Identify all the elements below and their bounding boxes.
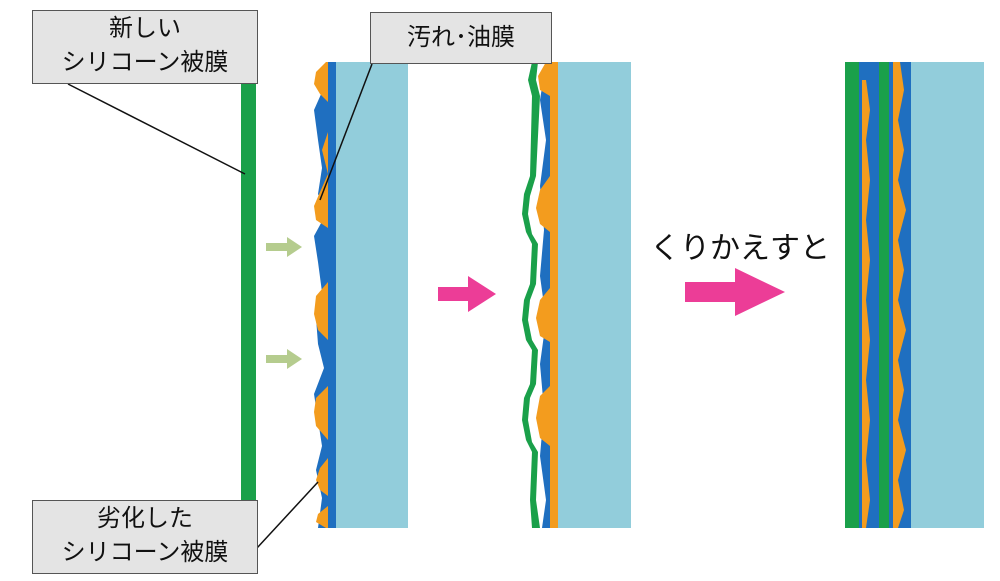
small-arrow-upper	[266, 237, 302, 257]
new-coating-callout: 新しい シリコーン被膜	[32, 10, 258, 84]
stage-dirty-glass	[314, 62, 408, 528]
new-coating-label-line2: シリコーン被膜	[61, 48, 229, 76]
degraded-coating-callout: 劣化した シリコーン被膜	[32, 500, 258, 574]
new-coating-label-line1: 新しい	[109, 14, 181, 42]
dirt-oil-film-label: 汚れ･油膜	[407, 23, 515, 51]
dirt-approach-arrows	[266, 237, 302, 369]
stage-repeated	[845, 62, 984, 528]
leader-lines	[67, 63, 373, 549]
dirt-oil-film-callout: 汚れ･油膜	[370, 12, 552, 64]
glass-pane-3	[558, 62, 631, 528]
small-arrow-lower	[266, 349, 302, 369]
glass-pane-4	[911, 62, 984, 528]
stage-new-coating	[241, 83, 256, 528]
leader-new-coating	[67, 83, 246, 175]
glass-edge-2	[328, 62, 336, 528]
degraded-coating-label-line1: 劣化した	[97, 504, 193, 532]
middle-silicone-film-4	[879, 62, 889, 528]
degraded-coating-label-line2: シリコーン被膜	[61, 538, 229, 566]
main-arrow-2	[685, 268, 785, 316]
dirt-layer-3	[536, 62, 558, 528]
glass-pane-2	[335, 62, 408, 528]
dirt-layer-4a	[862, 80, 870, 528]
stage-recoated	[522, 62, 631, 528]
leader-dirt	[319, 63, 373, 201]
dirt-layer-4b	[893, 62, 906, 528]
new-silicone-film	[241, 83, 256, 528]
silicone-film-3	[522, 62, 540, 528]
repeat-caption: くりかえすと	[650, 231, 830, 266]
main-arrow-1	[438, 276, 496, 312]
outer-silicone-film-4	[845, 62, 859, 528]
leader-degraded	[256, 481, 319, 549]
